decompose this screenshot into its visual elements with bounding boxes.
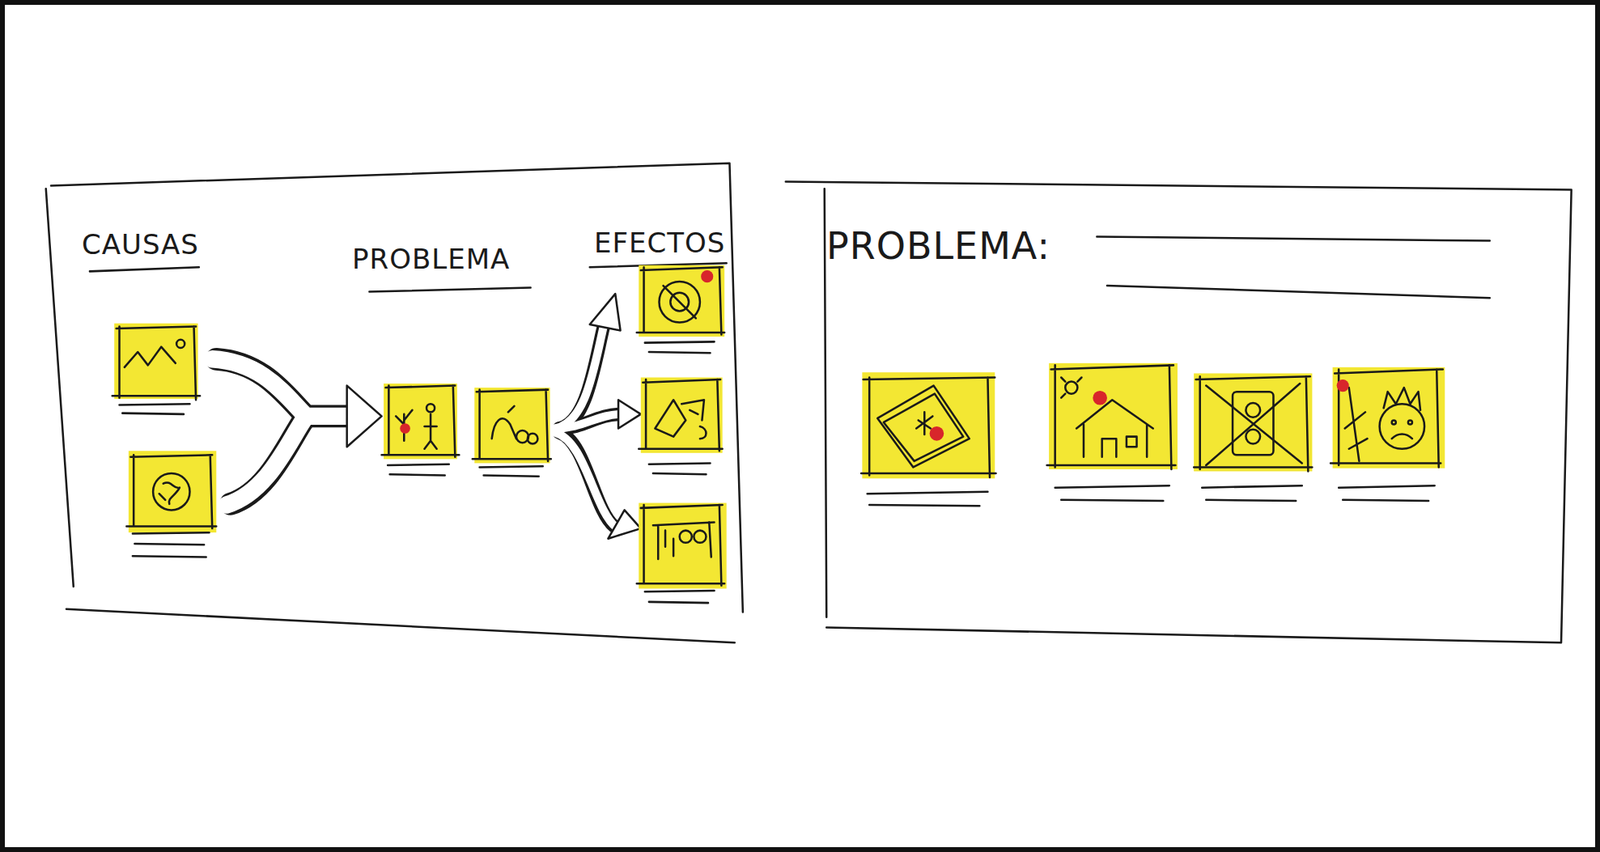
worksheet-panel: CAUSAS PROBLEMA EFECTOS [46,163,740,644]
section-heading: EFECTOS [594,228,726,259]
section-heading: CAUSAS [81,229,200,260]
section-heading: PROBLEMA: [826,225,1051,268]
section-heading: PROBLEMA [352,244,510,275]
worksheet-panel: PROBLEMA: [785,178,1572,644]
